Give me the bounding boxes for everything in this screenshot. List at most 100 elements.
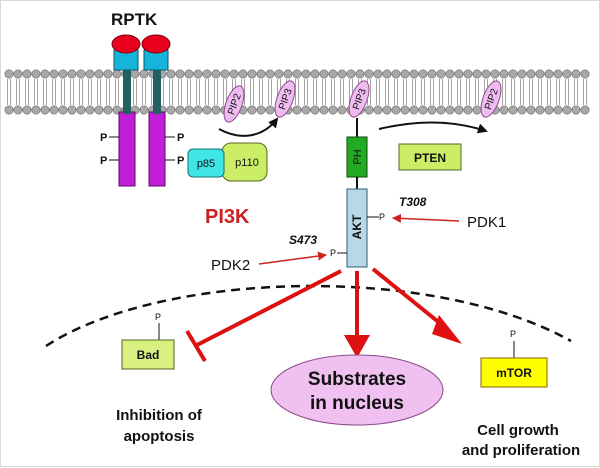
lipid-head bbox=[103, 105, 113, 115]
lipid-head bbox=[346, 69, 356, 79]
lipid-head bbox=[292, 105, 302, 115]
nucleus-substrates: Substrates in nucleus bbox=[270, 354, 444, 426]
lipid-head bbox=[508, 69, 518, 79]
lipid-head bbox=[472, 69, 482, 79]
lipid-head bbox=[301, 105, 311, 115]
lipid-head bbox=[526, 105, 536, 115]
pdk2-label: PDK2 bbox=[211, 257, 250, 274]
lipid-head bbox=[337, 105, 347, 115]
lipid-head bbox=[319, 69, 329, 79]
lipid-head bbox=[328, 69, 338, 79]
lipid-head bbox=[580, 69, 590, 79]
nucleus-arrowhead bbox=[344, 335, 370, 358]
effector-arrows bbox=[185, 267, 462, 363]
lipid-head bbox=[22, 105, 32, 115]
lipid-head bbox=[427, 69, 437, 79]
receptor-right-stalk bbox=[153, 68, 161, 114]
lipid-head bbox=[139, 105, 149, 115]
lipid-head bbox=[4, 69, 14, 79]
p110-label: p110 bbox=[235, 157, 259, 169]
pip2-left: PIP2 bbox=[223, 85, 245, 123]
lipid-head bbox=[274, 69, 284, 79]
lipid-head bbox=[58, 69, 68, 79]
lipid-head bbox=[562, 105, 572, 115]
lipid-head bbox=[265, 105, 275, 115]
lipid-head bbox=[481, 69, 491, 79]
lipid-head bbox=[175, 69, 185, 79]
akt-phospho-t308-site: P bbox=[379, 212, 385, 222]
lipid-head bbox=[463, 105, 473, 115]
lipid-head bbox=[94, 69, 104, 79]
lipid-head bbox=[94, 105, 104, 115]
lipid-head bbox=[211, 105, 221, 115]
lipid-head bbox=[499, 105, 509, 115]
lipid-head bbox=[436, 105, 446, 115]
pip2-to-pip3-arrow bbox=[218, 117, 279, 137]
lipid-head bbox=[184, 105, 194, 115]
lipid-head bbox=[571, 69, 581, 79]
lipid-head bbox=[49, 105, 59, 115]
lipid-head bbox=[166, 105, 176, 115]
lipid-head bbox=[40, 105, 50, 115]
lipid-head bbox=[256, 105, 266, 115]
pi3k-label: PI3K bbox=[205, 206, 250, 228]
receptor-phospho-2: P bbox=[100, 155, 107, 167]
bad-label: Bad bbox=[137, 348, 160, 362]
lipid-head bbox=[166, 69, 176, 79]
lipid-head bbox=[256, 69, 266, 79]
lipid-head bbox=[139, 69, 149, 79]
lipid-head bbox=[391, 69, 401, 79]
lipid-head bbox=[436, 69, 446, 79]
lipid-head bbox=[508, 105, 518, 115]
lipid-head bbox=[13, 69, 23, 79]
lipid-head bbox=[40, 69, 50, 79]
lipid-head bbox=[409, 69, 419, 79]
pdk2-arrow bbox=[258, 251, 327, 265]
lipid-head bbox=[373, 105, 383, 115]
pip2-right: PIP2 bbox=[480, 80, 502, 118]
lipid-head bbox=[112, 69, 122, 79]
lipid-head bbox=[544, 69, 554, 79]
lipid-head bbox=[13, 105, 23, 115]
mtor-label: mTOR bbox=[496, 366, 532, 380]
lipid-head bbox=[418, 69, 428, 79]
lipid-head bbox=[4, 105, 14, 115]
lipid-head bbox=[301, 69, 311, 79]
lipid-head bbox=[76, 69, 86, 79]
pten: PTEN bbox=[398, 143, 462, 171]
ph-label: PH bbox=[352, 149, 364, 164]
pdk1-arrow bbox=[392, 213, 460, 223]
lipid-head bbox=[418, 105, 428, 115]
lipid-head bbox=[175, 105, 185, 115]
lipid-head bbox=[310, 105, 320, 115]
growth-caption-1: Cell growth bbox=[477, 422, 559, 439]
akt-label: AKT bbox=[350, 214, 364, 239]
t308-label: T308 bbox=[399, 195, 427, 209]
nucleus-line-2: in nucleus bbox=[310, 393, 404, 414]
receptor-left-head bbox=[111, 34, 141, 54]
lipid-head bbox=[22, 69, 32, 79]
lipid-head bbox=[310, 69, 320, 79]
lipid-head bbox=[382, 69, 392, 79]
lipid-head bbox=[31, 69, 41, 79]
lipid-head bbox=[445, 105, 455, 115]
bad-phospho: P bbox=[155, 312, 161, 322]
s473-label: S473 bbox=[289, 233, 317, 247]
lipid-head bbox=[193, 69, 203, 79]
lipid-head bbox=[562, 69, 572, 79]
lipid-head bbox=[184, 69, 194, 79]
receptor-phospho-4: P bbox=[177, 155, 184, 167]
p85-label: p85 bbox=[197, 158, 215, 170]
lipid-head bbox=[490, 69, 500, 79]
apoptosis-caption-1: Inhibition of bbox=[116, 407, 203, 424]
lipid-head bbox=[454, 69, 464, 79]
lipid-head bbox=[337, 69, 347, 79]
lipid-head bbox=[67, 105, 77, 115]
mtor-arrowhead bbox=[432, 315, 462, 344]
lipid-head bbox=[220, 69, 230, 79]
lipid-head bbox=[31, 105, 41, 115]
lipid-head bbox=[364, 105, 374, 115]
lipid-head bbox=[49, 69, 59, 79]
lipid-head bbox=[553, 69, 563, 79]
lipid-head bbox=[472, 105, 482, 115]
